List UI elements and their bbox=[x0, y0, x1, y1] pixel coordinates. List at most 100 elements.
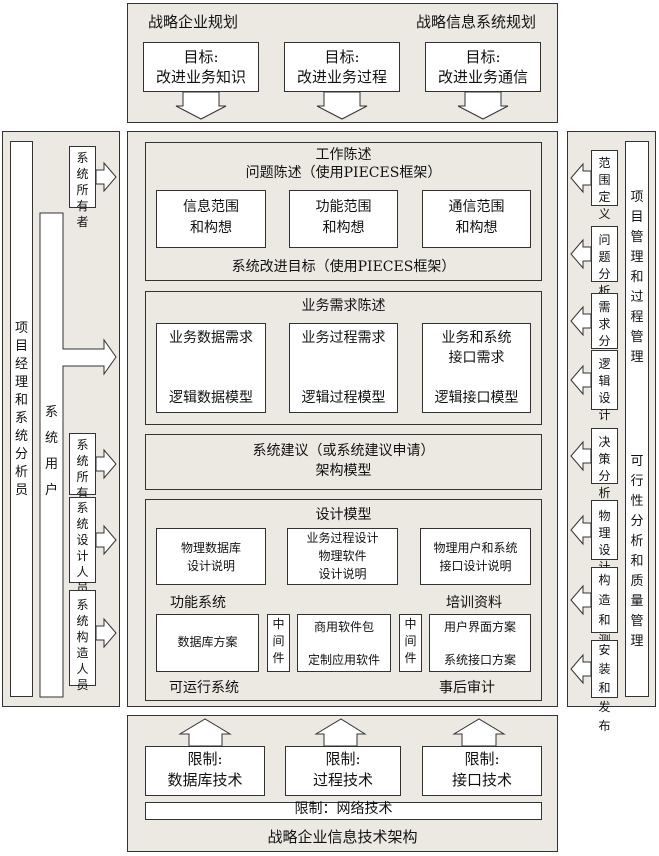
system-proposal-panel bbox=[145, 434, 542, 490]
work-statement-title: 工作陈述 bbox=[315, 147, 372, 163]
process-requirements-label: 业务过程需求 bbox=[301, 330, 386, 346]
system-builders-box bbox=[69, 590, 96, 686]
arrow-designers bbox=[95, 524, 117, 556]
limit-interface-box bbox=[422, 746, 542, 796]
limit-process-box bbox=[285, 746, 401, 796]
limit-interface-text: 接口技术 bbox=[451, 771, 512, 789]
system-owners-mid-box bbox=[69, 433, 96, 495]
goal-communication-text: 改进业务通信 bbox=[437, 68, 528, 86]
arrow-problem bbox=[570, 238, 592, 270]
system-builders-label: 系统构造人员 bbox=[76, 598, 89, 692]
it-architecture-title: 战略企业信息技术架构 bbox=[267, 828, 418, 846]
interface-scheme-label: 系统接口方案 bbox=[443, 653, 516, 667]
enterprise-planning-title: 战略企业规划 bbox=[148, 13, 239, 31]
function-scope-line1: 功能范围 bbox=[315, 199, 372, 215]
phase-scope-label: 范围定义 bbox=[598, 156, 611, 221]
system-designers-label: 系统设计人员 bbox=[76, 501, 89, 595]
middleware-left-box bbox=[267, 614, 290, 672]
process-requirements-box bbox=[289, 323, 398, 413]
phase-requirements-box bbox=[591, 293, 618, 349]
middleware-right-label: 中间件 bbox=[404, 617, 417, 665]
arrow-builders bbox=[95, 617, 117, 649]
logical-process-model: 逻辑过程模型 bbox=[301, 390, 386, 406]
physical-software-box bbox=[287, 528, 398, 585]
up-arrow-interface bbox=[452, 718, 506, 747]
arrow-construction bbox=[570, 584, 592, 616]
runnable-system-label: 可运行系统 bbox=[169, 680, 239, 696]
goal-knowledge-text: 改进业务知识 bbox=[155, 68, 246, 86]
physical-interface-line2: 接口设计说明 bbox=[439, 559, 512, 573]
training-materials-label: 培训资料 bbox=[446, 595, 502, 611]
down-arrow-process bbox=[316, 91, 368, 120]
improvement-objectives: 系统改进目标（使用PIECES框架） bbox=[231, 259, 456, 275]
goal-process-text: 改进业务过程 bbox=[296, 68, 387, 86]
middleware-right-box bbox=[399, 614, 422, 672]
commercial-software-label: 商用软件包 bbox=[313, 620, 374, 634]
system-users-label: 系统用户 bbox=[44, 405, 58, 498]
goal-communication-label: 目标: bbox=[465, 48, 501, 66]
business-requirements-title: 业务需求陈述 bbox=[301, 298, 386, 314]
physical-software-line1: 业务过程设计 bbox=[306, 531, 379, 545]
ui-scheme-box bbox=[429, 614, 531, 672]
phase-installation-label: 安装和发布 bbox=[598, 643, 611, 733]
arrow-installation bbox=[570, 653, 592, 685]
arrow-owners-mid bbox=[95, 448, 117, 480]
physical-db-line1: 物理数据库 bbox=[180, 541, 241, 555]
feasibility-quality-label: 可行性分析和质量管理 bbox=[630, 454, 644, 649]
custom-software-label: 定制应用软件 bbox=[307, 653, 380, 667]
limit-db-box bbox=[145, 746, 265, 796]
goal-knowledge-label: 目标: bbox=[183, 48, 219, 66]
limit-process-label: 限制: bbox=[325, 750, 361, 768]
limit-network-label: 限制：网络技术 bbox=[294, 801, 393, 817]
arrow-scope bbox=[570, 162, 592, 194]
data-requirements-label: 业务数据需求 bbox=[169, 330, 253, 346]
arrow-owners-top bbox=[95, 161, 117, 193]
goal-communication-box bbox=[425, 42, 541, 92]
interface-requirements-line2: 接口需求 bbox=[448, 350, 505, 366]
goal-process-box bbox=[284, 42, 400, 92]
up-arrow-db bbox=[178, 718, 232, 747]
limit-process-text: 过程技术 bbox=[312, 771, 373, 789]
phase-logical-design-label: 逻辑设计 bbox=[598, 357, 611, 422]
physical-db-line2: 设计说明 bbox=[186, 559, 235, 573]
up-arrow-process bbox=[314, 718, 367, 747]
problem-statement-title: 问题陈述（使用PIECES框架） bbox=[245, 165, 442, 181]
arrow-system-users bbox=[39, 212, 117, 698]
phase-decision-box bbox=[591, 428, 618, 484]
software-box bbox=[297, 614, 391, 672]
system-owners-top-label: 系统所有者 bbox=[76, 151, 89, 229]
physical-software-line2: 物理软件 bbox=[318, 549, 367, 563]
info-scope-line2: 和构想 bbox=[190, 220, 232, 236]
limit-db-text: 数据库技术 bbox=[167, 771, 243, 789]
db-scheme-box bbox=[156, 614, 259, 672]
data-requirements-box bbox=[156, 323, 266, 413]
pm-process-label: 项目管理和过程管理 bbox=[630, 190, 644, 365]
arrow-physical-design bbox=[570, 514, 592, 546]
phase-installation-box bbox=[591, 640, 618, 698]
function-scope-line2: 和构想 bbox=[322, 220, 365, 236]
interface-requirements-line1: 业务和系统 bbox=[441, 330, 512, 346]
post-audit-label: 事后审计 bbox=[439, 680, 495, 696]
phase-logical-design-box bbox=[591, 350, 618, 410]
is-planning-title: 战略信息系统规划 bbox=[416, 13, 537, 31]
goal-process-label: 目标: bbox=[324, 48, 360, 66]
db-scheme-label: 数据库方案 bbox=[177, 635, 238, 649]
physical-software-line3: 设计说明 bbox=[318, 567, 367, 581]
physical-db-box bbox=[156, 528, 266, 585]
limit-interface-label: 限制: bbox=[464, 750, 500, 768]
function-scope-box bbox=[289, 190, 398, 248]
communication-scope-line1: 通信范围 bbox=[448, 199, 505, 215]
middleware-left-label: 中间件 bbox=[272, 617, 285, 665]
logical-data-model: 逻辑数据模型 bbox=[169, 390, 253, 406]
communication-scope-box bbox=[422, 190, 531, 248]
pm-analyst-column bbox=[10, 141, 33, 697]
arrow-decision bbox=[570, 440, 592, 472]
phase-decision-label: 决策分析 bbox=[598, 435, 611, 500]
system-proposal-text: 系统建议（或系统建议申请） bbox=[252, 443, 435, 459]
physical-interface-line1: 物理用户和系统 bbox=[433, 541, 518, 555]
physical-interface-box bbox=[420, 528, 531, 585]
communication-scope-line2: 和构想 bbox=[455, 220, 498, 236]
phase-scope-box bbox=[591, 150, 618, 206]
interface-requirements-box bbox=[422, 323, 531, 413]
